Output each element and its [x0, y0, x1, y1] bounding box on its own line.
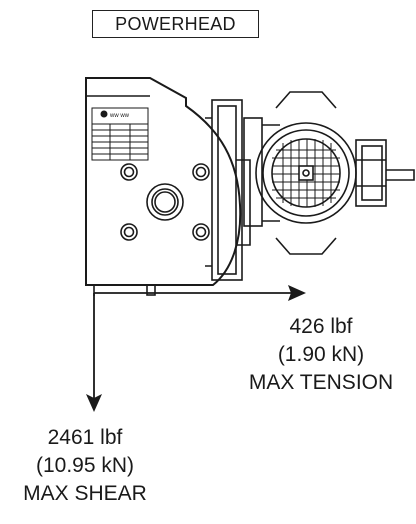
tension-metric: (1.90 kN)	[277, 343, 365, 366]
powerhead-title-text: POWERHEAD	[115, 13, 236, 34]
shear-arrow	[86, 293, 102, 412]
tension-arrow	[94, 285, 306, 301]
bolt-bottom-right	[192, 223, 210, 241]
powerhead-title: POWERHEAD	[92, 10, 259, 38]
shear-metric: (10.95 kN)	[35, 454, 135, 477]
gearbox-housing	[205, 99, 251, 281]
terminal-box	[355, 139, 415, 207]
tension-caption: MAX TENSION	[248, 371, 394, 394]
bolt-bottom-left	[120, 223, 138, 241]
shear-value: 2461 lbf	[47, 426, 123, 449]
tension-label: 426 lbf (1.90 kN) MAX TENSION	[236, 313, 406, 397]
shear-label: 2461 lbf (10.95 kN) MAX SHEAR	[0, 424, 170, 508]
motor	[243, 91, 357, 255]
nameplate: ww ww	[91, 107, 149, 161]
svg-text:ww ww: ww ww	[109, 113, 130, 119]
base-bracket	[93, 284, 156, 296]
bolt-top-right	[192, 163, 210, 181]
drive-hub	[146, 183, 184, 221]
mounting-plate	[85, 77, 242, 286]
shear-caption: MAX SHEAR	[23, 482, 147, 505]
bolt-top-left	[120, 163, 138, 181]
tension-value: 426 lbf	[289, 315, 353, 338]
